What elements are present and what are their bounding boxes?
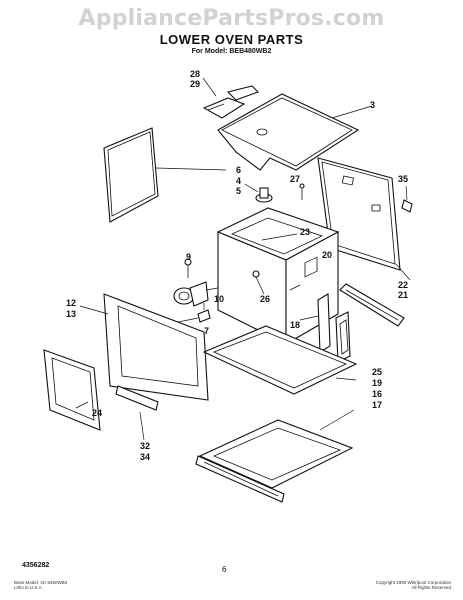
diagram-title: LOWER OVEN PARTS: [159, 32, 304, 47]
callout-21: 21: [398, 290, 408, 300]
page-number: 6: [222, 565, 227, 574]
door-window: [43, 349, 101, 431]
callout-13: 13: [66, 309, 76, 319]
watermark: AppliancePartsPros.com: [78, 6, 385, 31]
callout-20: 20: [322, 250, 332, 260]
left-side-panel: [103, 127, 227, 223]
callout-18: 18: [290, 320, 300, 330]
inner-panel: [202, 325, 358, 395]
callout-32: 32: [140, 441, 150, 451]
footer-right: Copyright 1990 Whirlpool Corporation All…: [376, 580, 451, 590]
callout-24: 24: [92, 408, 102, 418]
callout-9: 9: [186, 252, 191, 262]
callout-22: 22: [398, 280, 408, 290]
vent-strip: [115, 385, 159, 441]
hinge-strip: [299, 293, 331, 353]
footer-left-line1: Base Model: 4C-5460WB3: [14, 580, 68, 585]
top-plate: [217, 93, 373, 171]
door-frame: [79, 293, 209, 401]
callout-29: 29: [190, 79, 200, 89]
hinge-25: [335, 311, 351, 363]
callout-5: 5: [236, 186, 241, 196]
footer-right-line2: All Rights Reserved: [411, 585, 451, 590]
footer-right-line1: Copyright 1990 Whirlpool Corporation: [375, 580, 451, 585]
fitting: [244, 183, 273, 203]
sensor-9: [184, 258, 192, 278]
callout-19: 19: [372, 378, 382, 388]
drawer: [198, 409, 355, 489]
callout-28: 28: [190, 69, 200, 79]
callout-7: 7: [204, 326, 209, 336]
callout-16: 16: [372, 389, 382, 399]
callout-34: 34: [140, 452, 150, 462]
callout-3: 3: [370, 100, 375, 110]
callout-10: 10: [214, 294, 224, 304]
model-line: For Model: BEB480WB2: [191, 48, 272, 55]
callout-26: 26: [260, 294, 270, 304]
drawer-front: [195, 455, 285, 503]
footer-left: Base Model: 4C-5460WB3 Litho in U.S.A.: [14, 580, 67, 590]
vent-part: [202, 77, 259, 119]
callout-12: 12: [66, 298, 76, 308]
clip-35: [401, 185, 413, 213]
callout-17: 17: [372, 400, 382, 410]
side-rail: [339, 283, 405, 327]
screw-27: [299, 183, 305, 200]
element: [173, 281, 219, 307]
callout-35: 35: [398, 174, 408, 184]
part-number: 4356282: [22, 562, 50, 569]
callout-4: 4: [236, 176, 241, 186]
callout-27: 27: [290, 174, 300, 184]
callout-23: 23: [300, 227, 310, 237]
callout-6: 6: [236, 165, 241, 175]
callout-25: 25: [372, 367, 382, 377]
bracket-10-7: [177, 303, 211, 323]
footer-left-line2: Litho in U.S.A.: [14, 585, 43, 590]
oven-cavity: [216, 207, 340, 345]
